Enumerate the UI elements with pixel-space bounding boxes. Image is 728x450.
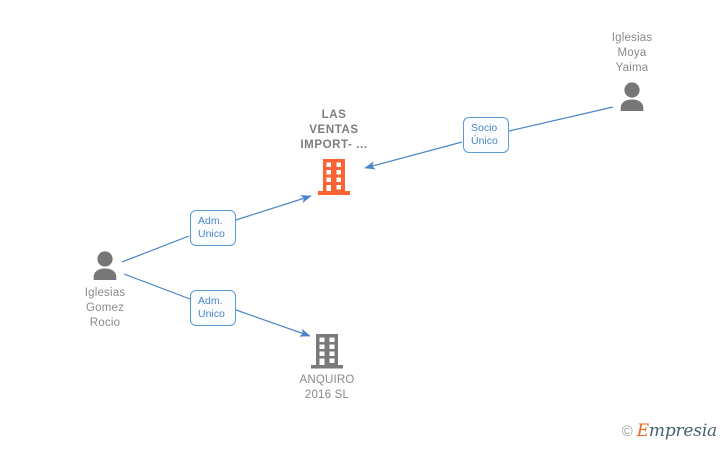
node-label-iglesias-moya-yaima: Iglesias Moya Yaima <box>611 32 653 74</box>
edge-label-adm-unico-las-ventas[interactable]: Adm. Unico <box>190 210 236 246</box>
building-icon[interactable] <box>317 158 351 196</box>
node-label-iglesias-gomez-rocio: Iglesias Gomez Rocio <box>84 287 126 329</box>
node-company-anquiro-2016-sl[interactable]: ANQUIRO 2016 SL <box>267 333 387 403</box>
empresia-watermark: © Empresia <box>621 421 718 441</box>
node-person-iglesias-gomez-rocio[interactable]: Iglesias Gomez Rocio <box>45 250 165 331</box>
edge-label-socio-unico[interactable]: Socio Único <box>463 117 509 153</box>
node-person-iglesias-moya-yaima[interactable]: Iglesias Moya Yaima <box>572 31 692 113</box>
node-company-las-ventas[interactable]: LAS VENTAS IMPORT- ... <box>274 108 394 196</box>
brand-wordmark: Empresia <box>636 421 718 441</box>
person-icon[interactable] <box>615 81 649 113</box>
building-icon[interactable] <box>311 333 343 369</box>
edge-label-adm-unico-anquiro[interactable]: Adm. Unico <box>190 290 236 326</box>
edge-line-adm-unico-las-ventas-arrow <box>235 195 312 221</box>
node-label-anquiro-2016-sl: ANQUIRO 2016 SL <box>299 374 355 401</box>
brand-initial: E <box>636 421 649 441</box>
node-label-las-ventas: LAS VENTAS IMPORT- ... <box>300 109 368 151</box>
person-icon[interactable] <box>88 250 122 282</box>
copyright-icon: © <box>621 423 633 440</box>
brand-rest: mpresia <box>648 421 717 441</box>
